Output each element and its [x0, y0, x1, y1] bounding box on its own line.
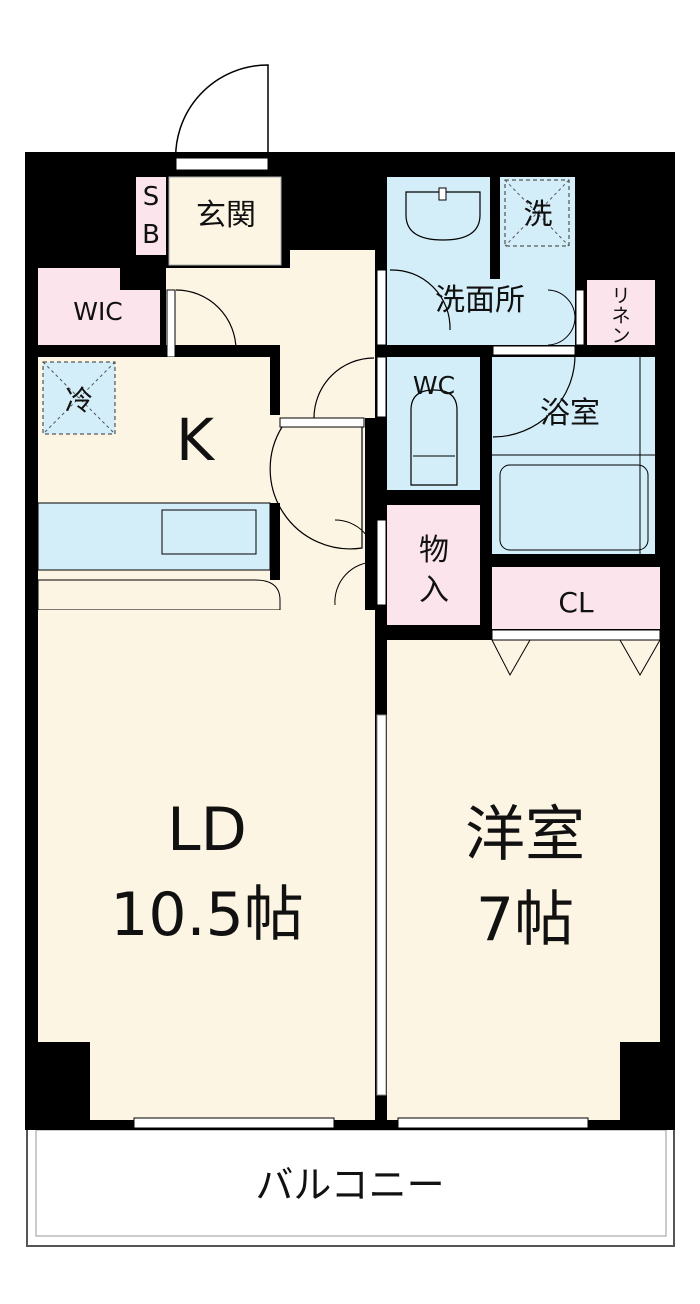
storage-room	[387, 505, 480, 625]
wic-label: WIC	[73, 297, 123, 326]
linen-label-2: ネ	[611, 305, 630, 327]
entrance-room	[168, 176, 282, 266]
sliding-door[interactable]	[376, 714, 387, 1096]
bathtub-icon	[499, 464, 649, 551]
western-size: 7帖	[476, 885, 574, 955]
linen-closet	[587, 280, 655, 345]
linen-label-1: リ	[611, 285, 630, 307]
sb-label-s: S	[143, 182, 160, 212]
storage-label-2: 入	[419, 573, 449, 608]
linen-label-3: ン	[611, 325, 630, 347]
closet-label: CL	[558, 586, 594, 619]
storage-label-1: 物	[419, 533, 449, 568]
sb-room	[136, 177, 166, 255]
fridge-label: 冷	[65, 384, 93, 417]
western-room	[387, 640, 660, 1120]
bath-label: 浴室	[540, 396, 600, 431]
balcony-label: バルコニー	[255, 1163, 444, 1207]
hallway	[166, 250, 375, 610]
kitchen-label: K	[176, 406, 216, 474]
sink-icon	[405, 191, 481, 241]
wic-room	[38, 268, 160, 345]
entrance-door-icon	[174, 64, 269, 166]
washer-label: 洗	[523, 197, 552, 231]
ld-room	[38, 610, 375, 1120]
toilet-icon	[410, 389, 458, 486]
ld-label: LD	[167, 795, 247, 865]
ld-size: 10.5帖	[110, 880, 304, 950]
closet	[492, 567, 660, 629]
washroom-label: 洗面所	[435, 283, 525, 318]
washer-space	[504, 179, 570, 247]
entrance-label: 玄関	[196, 198, 256, 233]
wc-label: WC	[413, 371, 455, 400]
western-label: 洋室	[465, 800, 585, 870]
sb-label-b: B	[142, 220, 160, 250]
